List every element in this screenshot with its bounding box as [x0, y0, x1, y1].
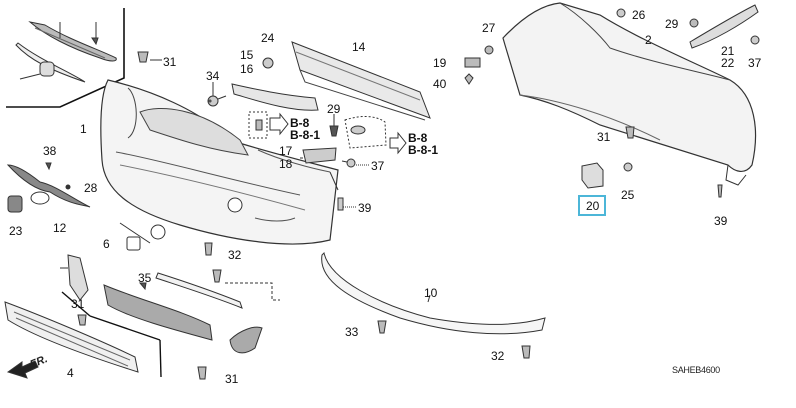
- callout-18: 18: [279, 157, 293, 171]
- callout-32: 32: [228, 248, 242, 262]
- clip-29-front: [329, 114, 339, 137]
- clip-29-rear: [689, 18, 699, 28]
- callout-31: 31: [225, 372, 239, 386]
- clip-40: [464, 73, 474, 85]
- center-mesh-grille: [61, 284, 263, 378]
- callout-31: 31: [163, 55, 177, 69]
- callout-2: 2: [645, 33, 652, 47]
- callout-12: 12: [53, 221, 67, 235]
- callout-38: 38: [43, 144, 57, 158]
- callout-10: 10: [424, 286, 438, 300]
- highlight-box-part-20[interactable]: [578, 195, 606, 216]
- callout-19: 19: [433, 56, 447, 70]
- callout-20: 20: [586, 199, 600, 213]
- callout-37: 37: [748, 56, 762, 70]
- callout-4: 4: [67, 366, 74, 380]
- bolt-25: [623, 162, 633, 172]
- screw-39-front: [337, 197, 356, 211]
- callout-31: 31: [71, 297, 85, 311]
- front-arrow-icon: [6, 360, 39, 379]
- callout-16: 16: [240, 62, 254, 76]
- front-molding: [155, 272, 243, 309]
- bracket-20: [581, 162, 604, 189]
- clip-26: [616, 8, 626, 18]
- reference-label[interactable]: B-8: [290, 116, 310, 130]
- callout-32: 32: [491, 349, 505, 363]
- screw-37-front: [341, 158, 370, 168]
- callout-21: 21: [721, 44, 735, 58]
- front-bumper-cover: [100, 79, 339, 245]
- callout-39: 39: [714, 214, 728, 228]
- clip-33: [377, 320, 387, 334]
- screw-39-rear: [717, 184, 723, 198]
- callout-35: 35: [138, 271, 152, 285]
- diagram-code: SAHEB4600: [672, 365, 720, 375]
- clip-35: [138, 282, 147, 291]
- reference-label[interactable]: B-8: [408, 131, 428, 145]
- absorber-14: [262, 41, 431, 121]
- clip-31-rear: [625, 126, 635, 139]
- callout-1: 1: [80, 122, 87, 136]
- bracket-15-16: [207, 83, 319, 111]
- callout-40: 40: [433, 77, 447, 91]
- reference-label[interactable]: B-8-1: [290, 128, 321, 142]
- fog-cap-6: [119, 222, 166, 251]
- callout-31: 31: [597, 130, 611, 144]
- callout-22: 22: [721, 56, 735, 70]
- callout-28: 28: [84, 181, 98, 195]
- callout-37: 37: [371, 159, 385, 173]
- rear-bumper-cover: [502, 2, 757, 186]
- dashed-box-left: [248, 111, 289, 139]
- lower-grille-4: [4, 301, 139, 373]
- clip-front-bracket: [212, 269, 280, 301]
- callout-29: 29: [665, 17, 679, 31]
- reference-label[interactable]: B-8-1: [408, 143, 439, 157]
- bolt-34: [208, 82, 214, 103]
- callout-14: 14: [352, 40, 366, 54]
- callout-23: 23: [9, 224, 23, 238]
- callout-6: 6: [103, 237, 110, 251]
- callout-25: 25: [621, 188, 635, 202]
- clip-19: [464, 57, 481, 68]
- clip-31-left: [77, 314, 87, 326]
- callout-34: 34: [206, 69, 220, 83]
- callout-24: 24: [261, 31, 275, 45]
- bracket-21-22: [689, 4, 759, 49]
- clip-31-bottom: [197, 366, 207, 380]
- callout-29: 29: [327, 102, 341, 116]
- clip-31-top: [137, 51, 162, 63]
- dashed-box-right: [344, 116, 407, 155]
- lower-grille-12: [6, 162, 91, 213]
- clip-32-rear: [521, 345, 531, 359]
- callout-17: 17: [279, 144, 293, 158]
- nut-27: [484, 45, 494, 55]
- callout-39: 39: [358, 201, 372, 215]
- clip-32-front: [204, 242, 213, 256]
- callout-27: 27: [482, 21, 496, 35]
- upper-grille-inset: [15, 21, 117, 83]
- side-bracket-left: [60, 254, 89, 301]
- callout-26: 26: [632, 8, 646, 22]
- screw-37-rear: [750, 35, 760, 45]
- lower-lip-10: [321, 252, 546, 335]
- callout-15: 15: [240, 48, 254, 62]
- callout-33: 33: [345, 325, 359, 339]
- bracket-17-18: [300, 147, 337, 164]
- inset-frame: [6, 8, 125, 108]
